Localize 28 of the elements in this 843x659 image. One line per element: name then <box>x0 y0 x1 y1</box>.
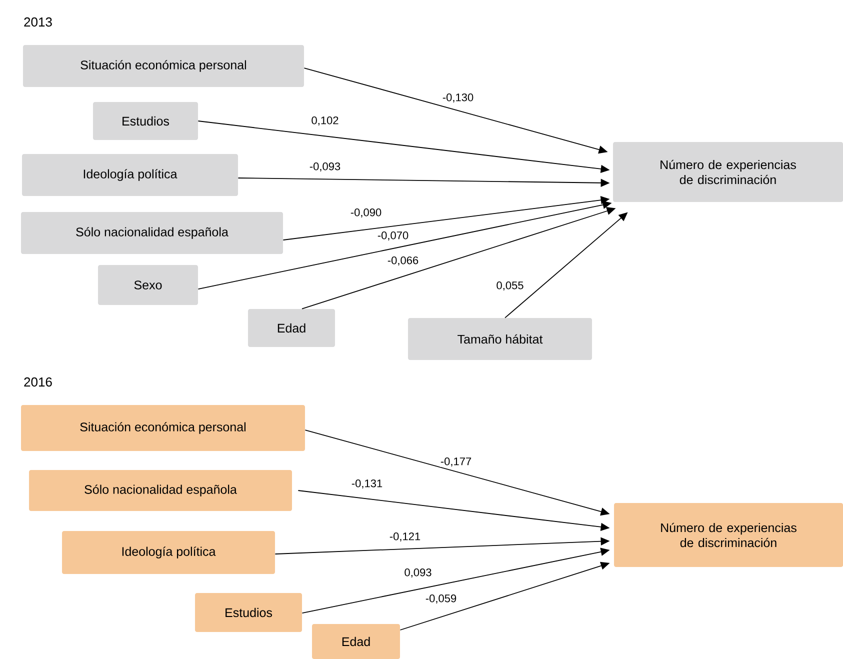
edge-label: -0,093 <box>308 162 342 172</box>
edge-label: -0,131 <box>350 478 384 490</box>
edge-label: -0,121 <box>388 532 422 542</box>
variable-box: Número de experiencias de discriminación <box>613 142 843 202</box>
variable-box: Edad <box>248 309 335 347</box>
edge-label: -0,066 <box>386 256 420 266</box>
variable-box: Sólo nacionalidad española <box>21 212 283 254</box>
variable-box: Tamaño hábitat <box>408 318 592 360</box>
edge-label: 0,093 <box>404 568 432 578</box>
edge-label: 0,102 <box>310 116 340 126</box>
edge-label: -0,059 <box>424 594 458 604</box>
variable-box: Situación económica personal <box>23 45 304 87</box>
variable-box: Número de experiencias de discriminación <box>614 503 843 567</box>
edge-label: -0,130 <box>442 92 474 104</box>
edge-label: -0,070 <box>376 230 410 242</box>
variable-box: Situación económica personal <box>21 405 305 451</box>
variable-box: Estudios <box>93 102 198 140</box>
edge-label: -0,177 <box>440 456 472 468</box>
variable-box: Sólo nacionalidad española <box>29 470 292 511</box>
variable-box: Ideología política <box>62 531 275 574</box>
variable-box: Estudios <box>195 593 302 632</box>
variable-box: Edad <box>312 624 400 659</box>
panel-year: 2016 <box>24 377 52 387</box>
edge-label: -0,090 <box>350 208 382 218</box>
variable-box: Ideología política <box>22 154 238 196</box>
edge-label: 0,055 <box>496 280 524 292</box>
variable-box: Sexo <box>98 265 198 305</box>
panel-year: 2013 <box>24 17 52 27</box>
